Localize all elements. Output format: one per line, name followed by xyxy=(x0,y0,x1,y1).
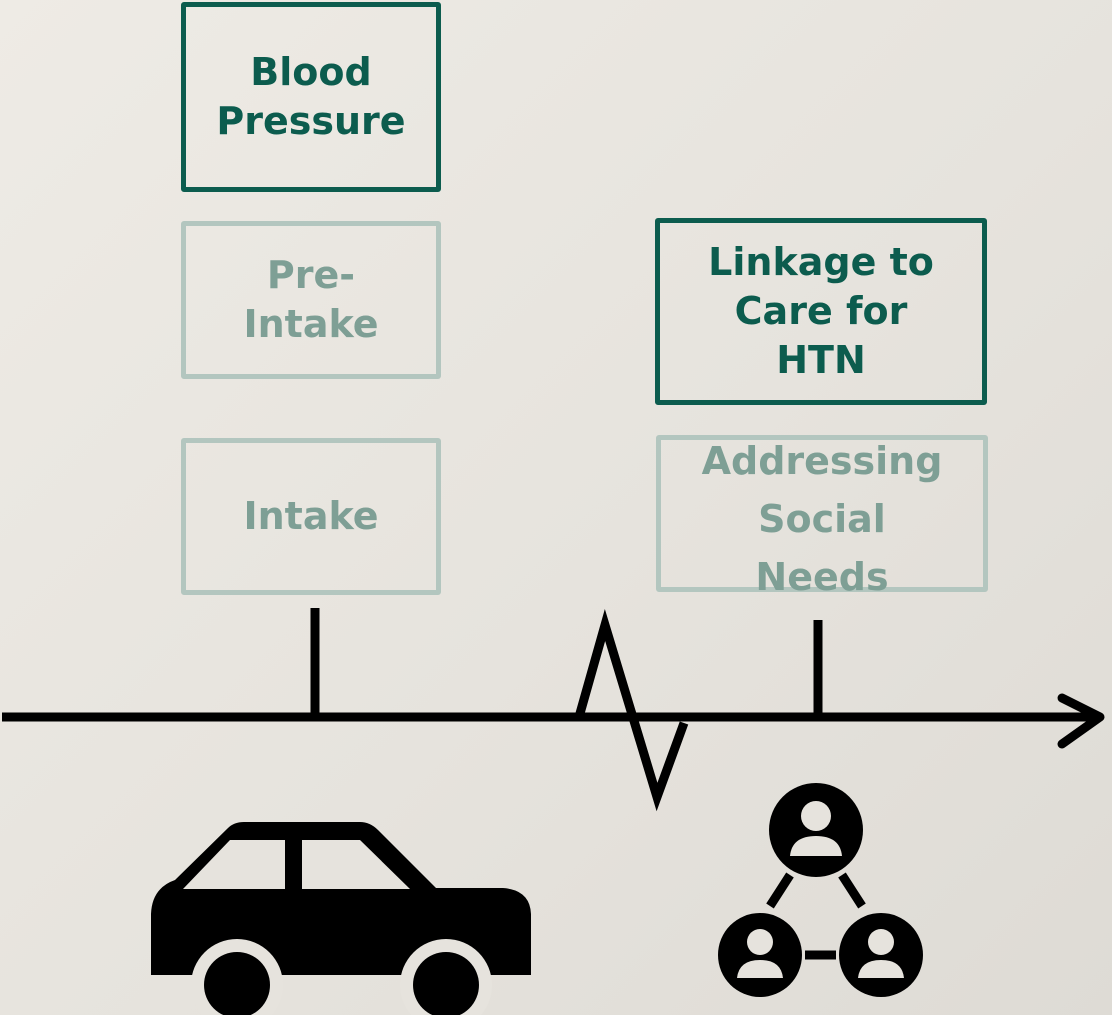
car-icon xyxy=(151,822,531,1015)
linkage-to-care-box: Linkage to Care for HTN xyxy=(655,218,987,405)
linkage-to-care-label: Linkage to Care for HTN xyxy=(708,240,934,382)
blood-pressure-box: Blood Pressure xyxy=(181,2,441,192)
blood-pressure-label: Blood Pressure xyxy=(216,50,406,143)
intake-box: Intake xyxy=(181,438,441,595)
people-network-icon xyxy=(718,783,923,997)
intake-label: Intake xyxy=(243,494,379,538)
pre-intake-box: Pre- Intake xyxy=(181,221,441,379)
social-needs-box: Addressing Social Needs xyxy=(656,435,988,599)
zigzag-break-icon xyxy=(574,608,689,812)
pre-intake-label: Pre- Intake xyxy=(243,253,379,346)
social-needs-label: Addressing Social Needs xyxy=(701,439,943,599)
arrow-head-icon xyxy=(1057,693,1105,749)
